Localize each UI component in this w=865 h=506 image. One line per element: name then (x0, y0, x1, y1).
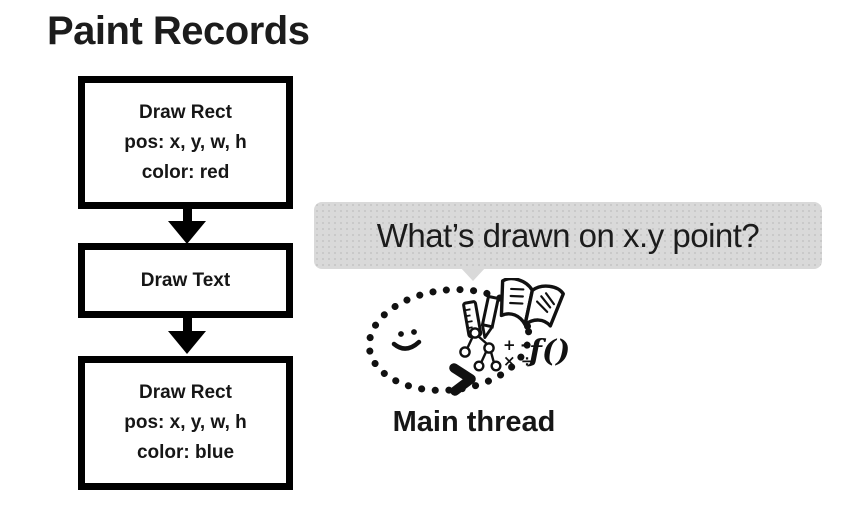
math-symbols-row2: × ÷ (503, 352, 533, 370)
flow-box-draw-text: Draw Text (78, 243, 293, 318)
speech-bubble-text: What’s drawn on x.y point? (376, 216, 760, 254)
box-line: color: blue (136, 442, 235, 463)
box-line: pos: x, y, w, h (124, 131, 247, 153)
box-line: color: red (141, 161, 230, 183)
chevron-arrow-icon (449, 363, 476, 396)
dotted-loop-icon (365, 286, 533, 394)
arrow-head-icon (168, 221, 206, 244)
box-line: pos: x, y, w, h (124, 412, 247, 433)
open-book-icon (499, 278, 565, 328)
math-symbols-row1: + - (503, 336, 527, 354)
main-thread-doodle: + - × ÷ f() (365, 278, 570, 396)
speech-bubble: What’s drawn on x.y point? (314, 202, 822, 269)
arrow-stem (183, 316, 192, 333)
flow-box-draw-rect-red: Draw Rect pos: x, y, w, h color: red (78, 76, 293, 209)
arrow-head-icon (168, 331, 206, 354)
main-thread-label: Main thread (392, 406, 556, 438)
smiley-face-icon (391, 329, 422, 351)
page-title: Paint Records (47, 9, 310, 53)
speech-bubble-tail (460, 267, 486, 281)
box-line: Draw Rect (139, 382, 232, 403)
box-line: Draw Rect (139, 101, 232, 123)
flow-box-draw-rect-blue: Draw Rect pos: x, y, w, h color: blue (78, 356, 293, 490)
pencil-icon (480, 294, 501, 339)
arrow-stem (183, 206, 192, 223)
function-notation-icon: f() (527, 334, 570, 369)
math-symbols-icon: + - × ÷ (503, 336, 533, 370)
tree-diagram-icon (459, 327, 502, 372)
box-line: Draw Text (140, 269, 231, 291)
